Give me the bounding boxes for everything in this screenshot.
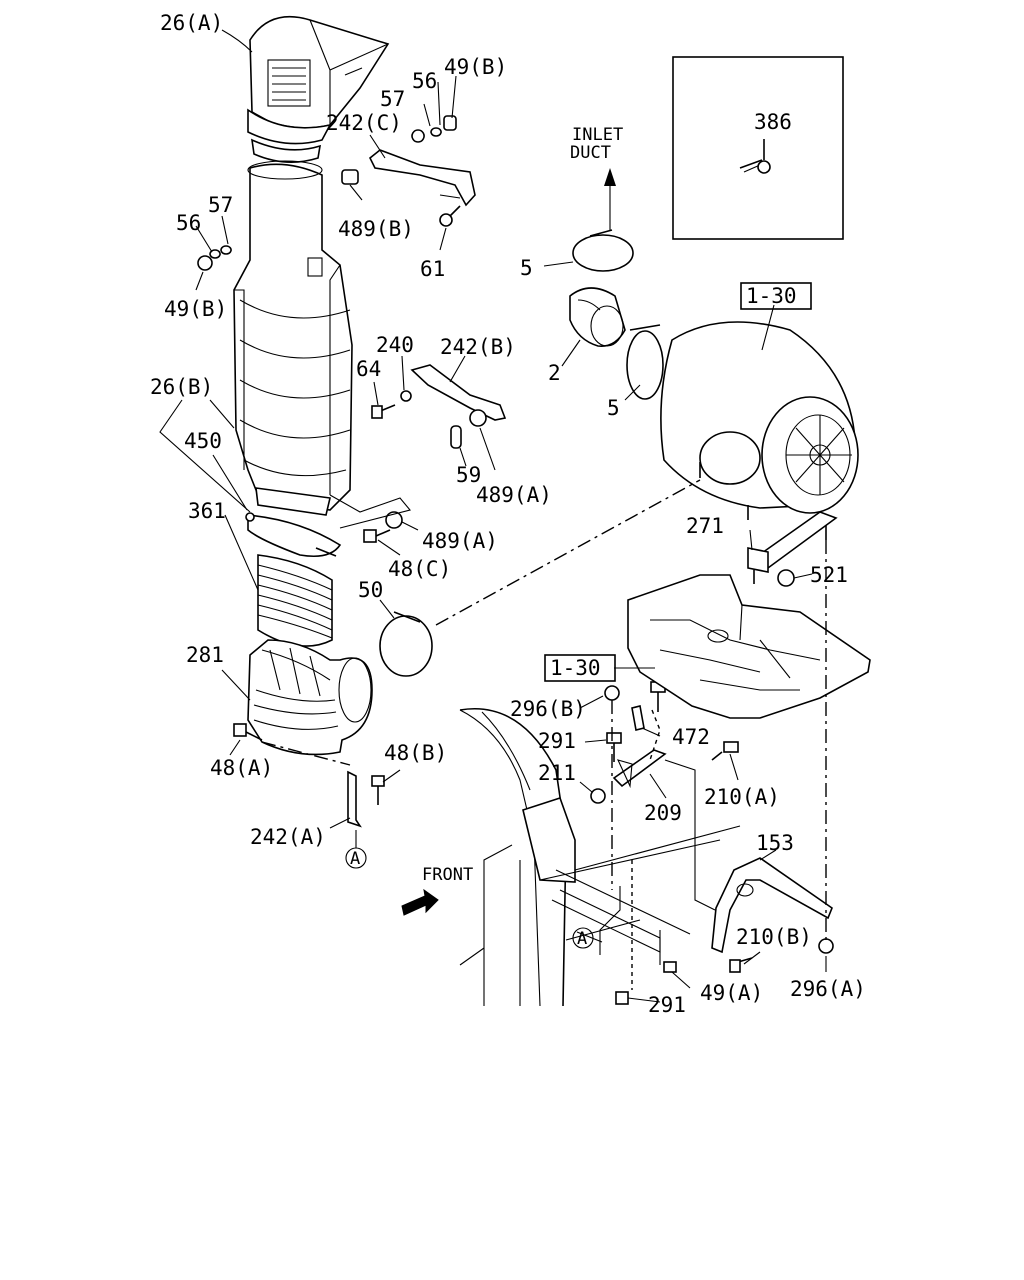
label-209: 209 xyxy=(644,801,682,825)
label-472: 472 xyxy=(672,725,710,749)
label-521: 521 xyxy=(810,563,848,587)
label-242a: 242(A) xyxy=(250,825,326,849)
floor-panel xyxy=(627,574,871,719)
bracket-153 xyxy=(711,857,833,954)
intake-duct-26b xyxy=(233,160,353,516)
label-circle-a-right: A xyxy=(577,929,587,949)
label-296b: 296(B) xyxy=(510,697,586,721)
label-153: 153 xyxy=(756,831,794,855)
label-61: 61 xyxy=(420,257,445,281)
bracket-242a xyxy=(347,770,362,828)
label-56-top: 56 xyxy=(412,69,437,93)
inset-box xyxy=(672,56,844,240)
label-1-30-low: 1-30 xyxy=(550,656,601,680)
label-489a-mid: 489(A) xyxy=(476,483,552,507)
label-291-low: 291 xyxy=(648,993,686,1017)
label-26a: 26(A) xyxy=(160,11,223,35)
bracket-242b xyxy=(410,364,507,421)
clamp-5-lower xyxy=(626,324,664,400)
label-210b: 210(B) xyxy=(736,925,812,949)
air-cleaner xyxy=(660,321,859,540)
label-49b-top: 49(B) xyxy=(444,55,507,79)
label-57-left: 57 xyxy=(208,193,233,217)
label-57-top: 57 xyxy=(380,87,405,111)
label-48c: 48(C) xyxy=(388,557,451,581)
label-26b: 26(B) xyxy=(150,375,213,399)
bracket-472 xyxy=(631,705,645,731)
bellows-361 xyxy=(257,554,333,647)
label-64: 64 xyxy=(356,357,381,381)
label-49b-left: 49(B) xyxy=(164,297,227,321)
clamp-5-upper xyxy=(572,229,634,272)
label-296a: 296(A) xyxy=(790,977,866,1001)
front-arrow-icon xyxy=(401,888,439,916)
label-240: 240 xyxy=(376,333,414,357)
label-48a: 48(A) xyxy=(210,756,273,780)
label-5-top: 5 xyxy=(520,256,533,280)
label-386: 386 xyxy=(754,110,792,134)
label-inlet: INLET xyxy=(572,125,623,145)
label-489a-low: 489(A) xyxy=(422,529,498,553)
circle-a-right-marker xyxy=(572,927,594,949)
label-5-mid: 5 xyxy=(607,396,620,420)
label-duct: DUCT xyxy=(570,143,611,163)
label-242c: 242(C) xyxy=(326,111,402,135)
bracket-209 xyxy=(612,749,667,789)
label-291-mid: 291 xyxy=(538,729,576,753)
elbow-2 xyxy=(569,287,626,347)
label-box-1-30-top xyxy=(740,282,812,310)
inlet-arrow-icon xyxy=(604,168,616,186)
label-210a: 210(A) xyxy=(704,785,780,809)
clamp-450 xyxy=(245,512,342,558)
label-front: FRONT xyxy=(422,865,473,885)
group-bracket-26b xyxy=(159,399,411,529)
label-271: 271 xyxy=(686,514,724,538)
label-box-1-30-low xyxy=(544,654,616,682)
lower-duct-281 xyxy=(247,639,373,756)
label-59: 59 xyxy=(456,463,481,487)
fasteners xyxy=(197,115,834,1005)
label-2: 2 xyxy=(548,361,561,385)
part-labels: 26(A) 49(B) 56 57 242(C) 489(B) 61 57 56… xyxy=(150,11,866,1017)
label-242b: 242(B) xyxy=(440,335,516,359)
label-281: 281 xyxy=(186,643,224,667)
label-211: 211 xyxy=(538,761,576,785)
label-489b: 489(B) xyxy=(338,217,414,241)
vehicle-frame xyxy=(459,708,741,1007)
label-48b: 48(B) xyxy=(384,741,447,765)
leader-lines xyxy=(195,29,827,1003)
bracket-242c xyxy=(368,149,476,207)
label-450: 450 xyxy=(184,429,222,453)
circle-a-left-marker xyxy=(345,847,367,869)
label-56-left: 56 xyxy=(176,211,201,235)
clamp-50 xyxy=(379,611,433,677)
intake-hood-26a xyxy=(247,16,390,163)
bracket-271 xyxy=(747,511,838,573)
label-50: 50 xyxy=(358,578,383,602)
label-361: 361 xyxy=(188,499,226,523)
label-49a: 49(A) xyxy=(700,981,763,1005)
label-1-30-top: 1-30 xyxy=(746,284,797,308)
label-circle-a-left: A xyxy=(350,849,360,869)
alignment-lines xyxy=(261,479,827,990)
